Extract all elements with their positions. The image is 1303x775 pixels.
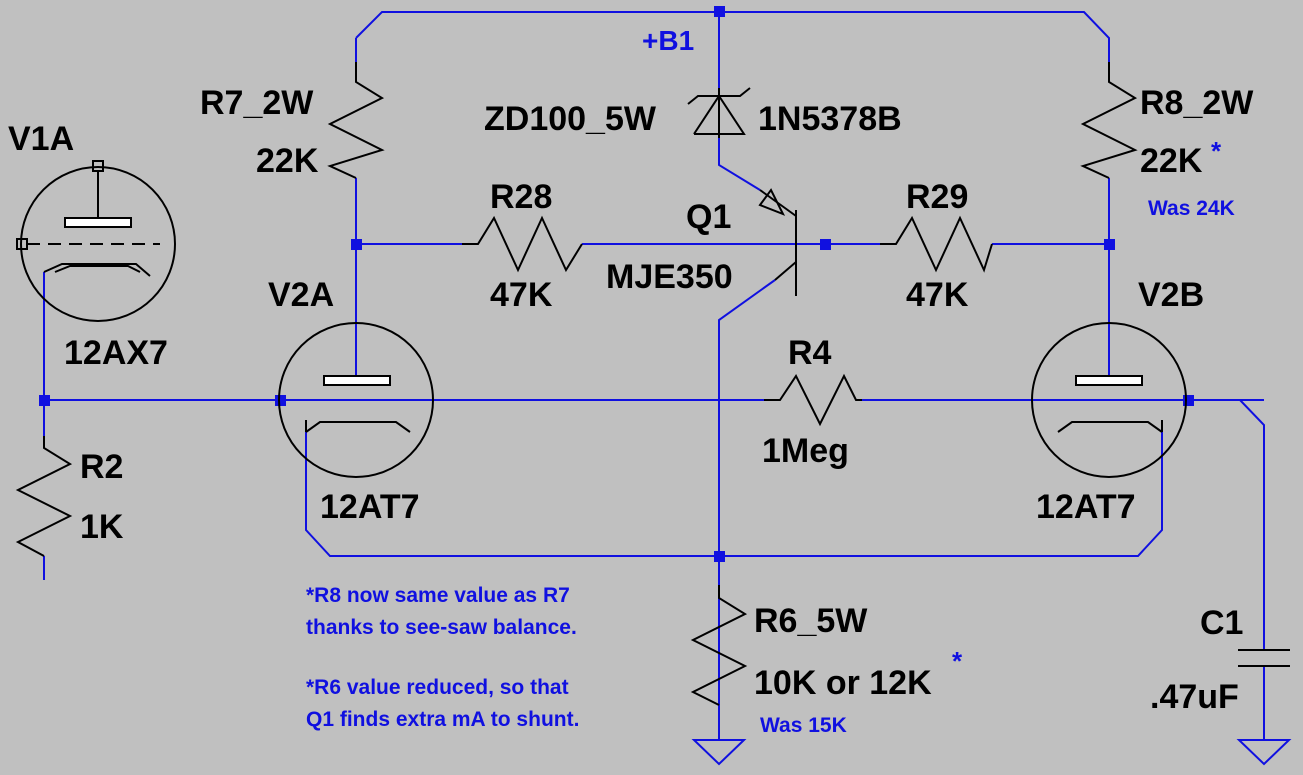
label-r28-name: R28	[490, 178, 552, 216]
v2a-envelope	[278, 322, 434, 478]
junction-dots	[39, 6, 1194, 562]
label-r6-value: 10K or 12K	[754, 664, 932, 702]
label-r7-name: R7_2W	[200, 84, 314, 122]
label-q1-name: Q1	[686, 198, 731, 236]
label-r8-name: R8_2W	[1140, 84, 1254, 122]
label-r2-value: 1K	[80, 508, 124, 546]
junction-dot	[39, 395, 50, 406]
label-r6-asterisk: *	[952, 646, 963, 676]
label-v2a-value: 12AT7	[320, 488, 420, 526]
resistor-r8	[1080, 62, 1138, 179]
junction-dot	[714, 6, 725, 17]
q1-emitter-arrow	[758, 188, 786, 216]
note-r6-was: Was 15K	[760, 714, 847, 737]
label-r4-name: R4	[788, 334, 832, 372]
label-r7-value: 22K	[256, 142, 319, 180]
v2b-cathode	[1057, 421, 1163, 433]
wire-v2b-grid-to-c1	[1188, 399, 1265, 650]
v2b-plate	[1075, 375, 1143, 386]
label-v1a-name: V1A	[8, 120, 74, 158]
v1a-cathode	[43, 263, 151, 277]
triode-v1a	[16, 160, 176, 322]
notes-block: *R8 now same value as R7 thanks to see-s…	[306, 584, 579, 731]
label-r4-value: 1Meg	[762, 432, 849, 470]
junction-dot	[1183, 395, 1194, 406]
label-r29-name: R29	[906, 178, 968, 216]
v2b-envelope	[1031, 322, 1187, 478]
label-r28-value: 47K	[490, 276, 553, 314]
ground-symbol-c1	[1236, 739, 1292, 766]
label-r8-asterisk: *	[1211, 136, 1222, 166]
resistor-r28	[462, 215, 583, 273]
resistor-r6	[690, 585, 748, 706]
label-r29-value: 47K	[906, 276, 969, 314]
resistor-r7	[327, 62, 385, 179]
wire-b-plus-rail	[355, 11, 1110, 62]
resistor-r2	[15, 436, 73, 557]
note-line: thanks to see-saw balance.	[306, 616, 577, 639]
wire-q1-collector-to-cathode-node	[718, 279, 776, 740]
resistor-r4	[764, 373, 862, 427]
zener-diode-zd100	[687, 87, 751, 138]
label-v2b-value: 12AT7	[1036, 488, 1136, 526]
grounds	[691, 739, 1292, 766]
v1a-envelope	[20, 166, 176, 322]
label-r2-name: R2	[80, 448, 123, 486]
wire-zener-to-q1-emitter	[718, 138, 761, 191]
net-label-b-plus: +B1	[642, 25, 694, 56]
v2a-plate	[323, 375, 391, 386]
triode-v2a	[278, 322, 434, 478]
note-line: *R6 value reduced, so that	[306, 676, 569, 699]
label-r6-name: R6_5W	[754, 602, 868, 640]
junction-dot	[714, 551, 725, 562]
transistor-q1	[758, 188, 797, 296]
label-c1-value: .47uF	[1150, 678, 1239, 716]
label-zd100-name: ZD100_5W	[484, 100, 657, 138]
label-zd100-value: 1N5378B	[758, 100, 902, 138]
note-line: *R8 now same value as R7	[306, 584, 570, 607]
label-r8-value: 22K	[1140, 142, 1203, 180]
note-r8-was: Was 24K	[1148, 197, 1235, 220]
label-c1-name: C1	[1200, 604, 1243, 642]
v1a-plate	[64, 217, 132, 228]
junction-dot	[351, 239, 362, 250]
junction-dot	[275, 395, 286, 406]
resistors	[15, 62, 1138, 706]
junction-dot	[1104, 239, 1115, 250]
label-v2b-name: V2B	[1138, 276, 1204, 314]
label-q1-value: MJE350	[606, 258, 733, 296]
resistor-r29	[880, 215, 993, 273]
label-v2a-name: V2A	[268, 276, 334, 314]
junction-dot	[820, 239, 831, 250]
label-v1a-value: 12AX7	[64, 334, 168, 372]
wire-cathode-return	[305, 420, 1163, 557]
wires	[43, 11, 1265, 740]
triode-v2b	[1031, 322, 1187, 478]
note-line: Q1 finds extra mA to shunt.	[306, 708, 579, 731]
v2a-cathode	[305, 421, 411, 433]
capacitor-c1	[1238, 649, 1290, 667]
ground-symbol-r6	[691, 739, 747, 766]
